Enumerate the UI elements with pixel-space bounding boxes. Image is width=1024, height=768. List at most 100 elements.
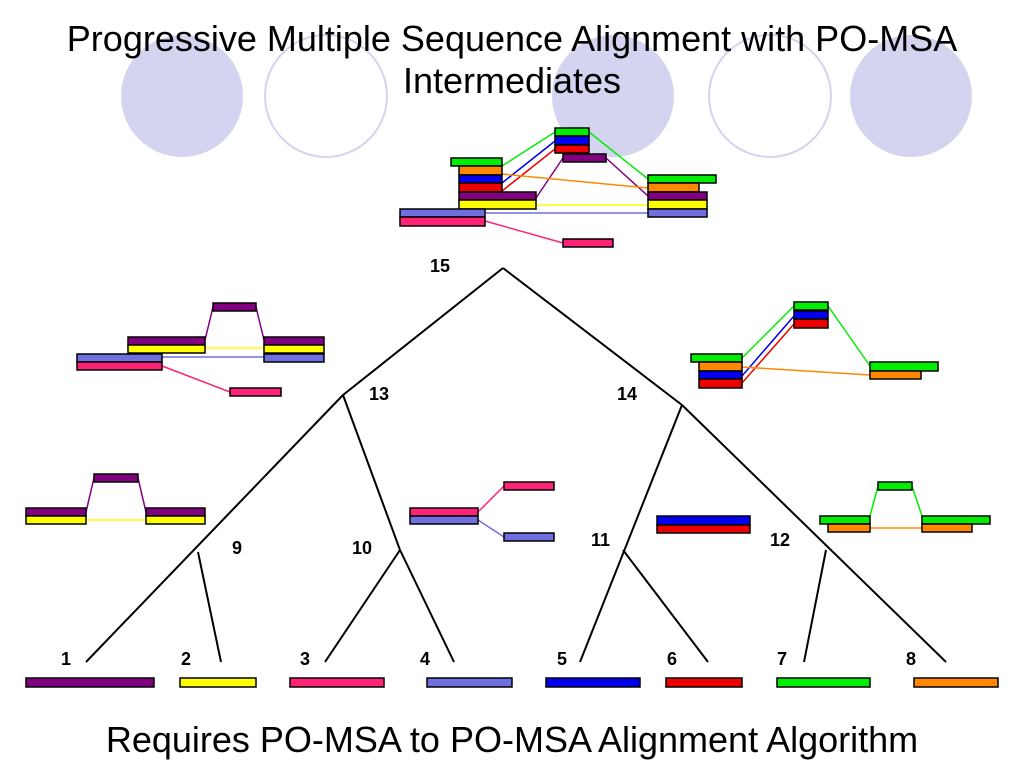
- seq-block: [554, 144, 590, 154]
- seq-block: [458, 191, 537, 201]
- seq-block: [647, 182, 700, 193]
- seq-block: [399, 208, 486, 218]
- edge-13-10: [342, 394, 401, 551]
- edge-15-13: [342, 267, 504, 396]
- leaf-label-7: 7: [777, 649, 787, 669]
- seq-block: [869, 361, 939, 372]
- seq-block: [647, 174, 717, 184]
- leaf-seq-1: [25, 677, 155, 688]
- seq-block: [921, 515, 991, 525]
- decorative-circles: [121, 34, 972, 158]
- alignment-link: [477, 519, 505, 538]
- decor-circle: [708, 34, 832, 158]
- seq-block: [76, 361, 163, 371]
- edge-11-6: [622, 549, 709, 663]
- leaf-sequences: [25, 677, 999, 688]
- seq-block: [698, 378, 743, 389]
- decor-circle: [121, 35, 243, 157]
- leaf-seq-3: [289, 677, 385, 688]
- leaf-label-6: 6: [667, 649, 677, 669]
- po-msa-node-10: [409, 481, 555, 542]
- seq-block: [458, 199, 537, 210]
- alignment-link: [501, 140, 556, 184]
- seq-block: [127, 336, 206, 346]
- node-labels: 15 13 14 9 10 11 12 1 2 3 4 5 6 7 8: [61, 256, 916, 669]
- seq-block: [647, 191, 708, 201]
- seq-block: [869, 370, 922, 380]
- seq-block: [656, 515, 751, 526]
- decor-circle: [552, 35, 674, 157]
- seq-block: [503, 481, 555, 491]
- node-label-9: 9: [232, 538, 242, 558]
- edge-14-12: [681, 404, 947, 663]
- leaf-seq-4: [426, 677, 513, 688]
- po-msa-node-13: [76, 302, 325, 397]
- seq-block: [793, 310, 829, 320]
- seq-block: [827, 523, 871, 533]
- seq-block: [793, 301, 829, 311]
- leaf-seq-2: [179, 677, 257, 688]
- decor-circle: [850, 35, 972, 157]
- seq-block: [229, 387, 282, 397]
- seq-block: [554, 127, 590, 137]
- po-msa-node-12: [819, 481, 991, 533]
- edge-12-7: [803, 549, 827, 663]
- seq-block: [409, 515, 479, 525]
- seq-block: [409, 507, 479, 517]
- tree-edges: [85, 267, 947, 663]
- seq-block: [698, 370, 743, 380]
- edge-14-11: [579, 404, 683, 663]
- seq-block: [793, 318, 829, 329]
- edge-13-9: [85, 394, 344, 663]
- seq-block: [263, 353, 325, 363]
- seq-block: [25, 515, 87, 525]
- edge-10-4: [399, 549, 455, 663]
- seq-block: [263, 336, 325, 346]
- alignment-link: [484, 220, 564, 244]
- leaf-label-2: 2: [181, 649, 191, 669]
- leaf-seq-8: [913, 677, 999, 688]
- seq-block: [647, 199, 708, 210]
- alignment-link: [501, 131, 556, 167]
- alignment-link: [161, 365, 231, 393]
- po-msa-node-15: [399, 127, 717, 248]
- edge-10-3: [324, 549, 401, 663]
- seq-block: [554, 135, 590, 146]
- seq-block: [819, 515, 871, 525]
- po-msa-node-14: [690, 301, 939, 389]
- seq-block: [145, 515, 206, 525]
- leaf-seq-5: [545, 677, 641, 688]
- alignment-link: [501, 173, 649, 189]
- seq-block: [698, 361, 743, 372]
- seq-block: [503, 532, 555, 542]
- seq-block: [25, 507, 87, 517]
- seq-block: [263, 344, 325, 354]
- seq-block: [877, 481, 913, 491]
- node-label-14: 14: [617, 384, 637, 404]
- node-label-10: 10: [352, 538, 372, 558]
- slide-title: Progressive Multiple Sequence Alignment …: [66, 18, 958, 101]
- node-label-13: 13: [369, 384, 389, 404]
- leaf-label-4: 4: [420, 649, 430, 669]
- alignment-link: [741, 315, 795, 377]
- seq-block: [93, 473, 139, 483]
- seq-block: [921, 523, 973, 533]
- seq-block: [399, 216, 486, 227]
- leaf-seq-6: [665, 677, 743, 688]
- seq-block: [76, 353, 163, 363]
- po-msa-node-9: [25, 473, 206, 525]
- po-msa-node-11: [656, 515, 751, 534]
- alignment-link: [588, 131, 649, 180]
- seq-block: [145, 507, 206, 517]
- seq-block: [212, 302, 257, 312]
- leaf-label-8: 8: [906, 649, 916, 669]
- alignment-link: [477, 485, 505, 513]
- leaf-label-3: 3: [300, 649, 310, 669]
- alignment-link: [741, 366, 871, 376]
- seq-block: [656, 524, 751, 534]
- alignment-link: [605, 157, 649, 197]
- seq-block: [690, 353, 743, 363]
- alignment-link: [501, 148, 556, 192]
- leaf-label-1: 1: [61, 649, 71, 669]
